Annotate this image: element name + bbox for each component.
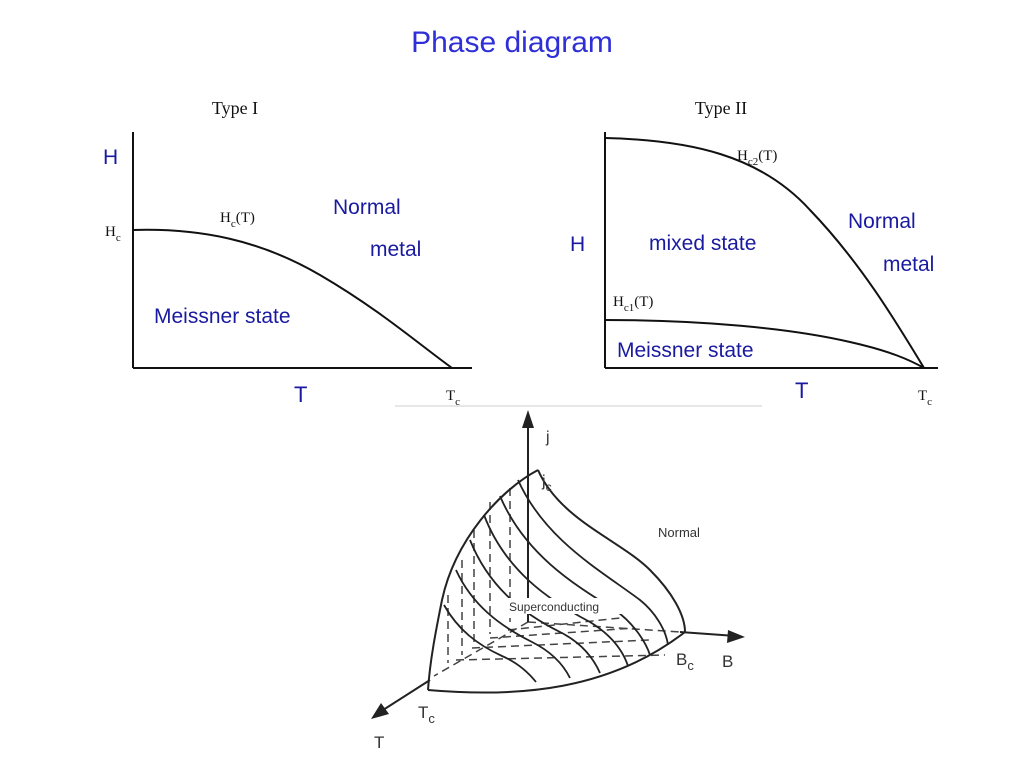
superconducting-label-bg: [506, 598, 622, 614]
type2-hc2-curve: [604, 137, 925, 369]
type1-curve-tail: (T): [236, 210, 255, 226]
type1-curve-base: H: [220, 210, 231, 226]
type2-tc-base: T: [918, 388, 927, 404]
slide-title: Phase diagram: [411, 26, 613, 59]
surface-normal-label: Normal: [658, 525, 700, 540]
type2-hc1-sub: c1: [624, 302, 634, 314]
type1-diagram: Type I H Hc Hc(T) Normal metal Meissner …: [103, 98, 472, 408]
type2-hc2-tail: (T): [758, 148, 777, 164]
surface-tc-label: Tc: [418, 703, 435, 726]
surface-dashed-grid: [433, 470, 681, 677]
surface-tc-sub: c: [428, 711, 435, 726]
type2-normal-label: Normal: [848, 210, 916, 233]
surface-t-b-edge: [427, 631, 686, 694]
surface-bc-sub: c: [687, 658, 694, 673]
surface-t-arrow: [371, 703, 389, 719]
type2-meissner-label: Meissner state: [617, 339, 754, 362]
surface-t-axis-label: T: [374, 733, 384, 752]
type1-hc-label: Hc: [105, 224, 121, 244]
type2-axis-t-label: T: [795, 378, 808, 403]
type1-axis-t-label: T: [294, 382, 307, 407]
surface-bc-label: Bc: [676, 650, 694, 673]
type1-tc-base: T: [446, 388, 455, 404]
type1-curve-sub: c: [231, 218, 236, 230]
surface-superconducting-label: Superconducting: [509, 600, 599, 614]
surface-tc-base: T: [418, 703, 428, 722]
type2-hc2-sub: c2: [748, 156, 758, 168]
type1-metal-label: metal: [370, 238, 421, 261]
type2-hc2-base: H: [737, 148, 748, 164]
type1-tc-sub: c: [455, 396, 460, 408]
type2-hc2-label: Hc2(T): [737, 148, 777, 168]
type2-tc-sub: c: [927, 396, 932, 408]
type1-heading: Type I: [212, 98, 258, 118]
surface-jc-label: jc: [541, 473, 552, 494]
surface-jc-base: j: [541, 473, 546, 490]
type1-hc-sub: c: [116, 232, 121, 244]
surface-j-label: j: [545, 429, 550, 446]
type2-diagram: Type II Hc2(T) Normal metal H mixed stat…: [570, 98, 938, 408]
type2-mixed-label: mixed state: [649, 232, 756, 255]
type2-tc-label: Tc: [918, 388, 932, 408]
surface-b-axis-label: B: [722, 652, 733, 671]
surface-b-arrow: [727, 630, 745, 643]
type1-hc-curve: [132, 228, 453, 369]
type1-hc-base: H: [105, 224, 116, 240]
type2-hc1-tail: (T): [634, 294, 653, 310]
type1-tc-label: Tc: [446, 388, 460, 408]
surface-j-t-edge: [427, 469, 539, 691]
type2-metal-label: metal: [883, 253, 934, 276]
type1-curve-label: Hc(T): [220, 210, 255, 230]
type2-hc1-label: Hc1(T): [613, 294, 653, 314]
surface-b-axis: [679, 631, 737, 637]
type2-hc1-curve: [604, 319, 925, 369]
surface-jc-sub: c: [546, 480, 552, 494]
type2-heading: Type II: [695, 98, 747, 118]
type1-axis-h-label: H: [103, 146, 118, 169]
type2-axis-h-label: H: [570, 233, 585, 256]
type2-hc1-base: H: [613, 294, 624, 310]
type1-normal-label: Normal: [333, 196, 401, 219]
surface-bc-base: B: [676, 650, 687, 669]
surface-j-arrow: [522, 410, 534, 428]
surface-j-b-edge: [537, 469, 686, 633]
surface-t-axis: [379, 679, 431, 713]
type1-meissner-label: Meissner state: [154, 305, 291, 328]
critical-surface-3d: j jc Normal Superconducting Bc B Tc T: [371, 410, 745, 752]
